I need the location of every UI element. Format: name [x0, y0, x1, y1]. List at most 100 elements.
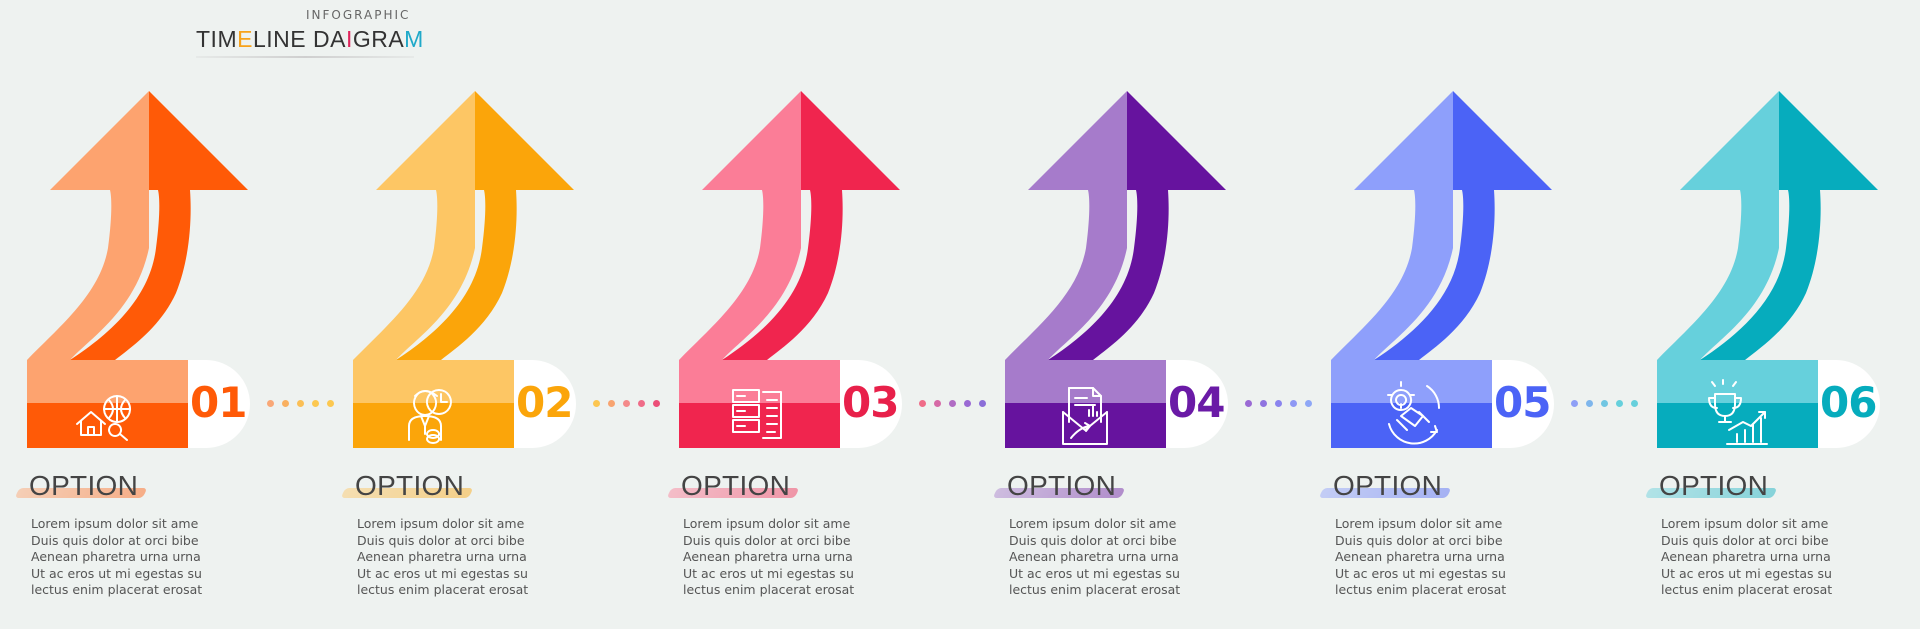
step-icon-box	[1657, 360, 1820, 448]
step-number: 04	[1168, 378, 1225, 427]
connector-dot	[934, 400, 941, 407]
description-line: Aenean pharetra urna urna	[1009, 549, 1179, 564]
connector-dot	[949, 400, 956, 407]
home-search-icon	[76, 395, 132, 441]
businessman-time-icon	[408, 389, 452, 444]
description-line: Ut ac eros ut mi egestas su	[357, 565, 528, 581]
connector-dot	[297, 400, 304, 407]
title-part: E	[237, 26, 253, 52]
connector-dot	[1601, 400, 1608, 407]
box-bottom-half	[27, 403, 190, 448]
up-arrow-icon	[679, 91, 900, 360]
description-line: lectus enim placerat erosat	[1661, 582, 1833, 597]
description-line: Ut ac eros ut mi egestas su	[1661, 565, 1832, 581]
connector-dot	[608, 400, 615, 407]
up-arrow-icon	[1657, 91, 1878, 360]
connector-dot	[919, 400, 926, 407]
connector-dot	[1571, 400, 1578, 407]
up-arrow-icon	[1331, 91, 1552, 360]
box-top-half	[27, 360, 190, 403]
option-label: OPTION	[1659, 470, 1769, 501]
connector-dot	[593, 400, 600, 407]
step-number: 05	[1494, 378, 1551, 427]
step-number: 06	[1820, 378, 1877, 427]
box-bottom-half	[1005, 403, 1168, 448]
description-line: Duis quis dolor at orci bibe	[1009, 532, 1177, 548]
up-arrow-icon	[27, 91, 248, 360]
box-bottom-half	[1331, 403, 1494, 448]
connector-dot	[1290, 400, 1297, 407]
option-label: OPTION	[1333, 470, 1443, 501]
description-line: lectus enim placerat erosat	[683, 582, 855, 597]
connector-dot	[1245, 400, 1252, 407]
description-line: Duis quis dolor at orci bibe	[683, 532, 851, 548]
connector-dot	[312, 400, 319, 407]
connector-dot	[653, 400, 660, 407]
title-part: TIM	[196, 26, 238, 52]
description-line: Lorem ipsum dolor sit ame	[683, 516, 851, 531]
description-line: Aenean pharetra urna urna	[357, 549, 527, 564]
connector-dot	[1275, 400, 1282, 407]
trophy-growth-icon	[1708, 379, 1768, 445]
box-top-half	[1657, 360, 1820, 403]
up-arrow-icon	[1005, 91, 1226, 360]
title-underline	[196, 56, 414, 58]
diagram-title: TIMELINE DAIGRAM	[196, 26, 424, 53]
connector-dot	[327, 400, 334, 407]
supertitle: INFOGRAPHIC	[306, 8, 411, 22]
connector-dot	[1616, 400, 1623, 407]
connector-dot	[1586, 400, 1593, 407]
connector-dot	[964, 400, 971, 407]
title-part: I	[345, 26, 353, 52]
description-line: Lorem ipsum dolor sit ame	[31, 516, 199, 531]
step-icon-box	[679, 360, 842, 448]
description-line: lectus enim placerat erosat	[1335, 582, 1507, 597]
gear-handshake-icon	[1387, 381, 1441, 445]
description-line: lectus enim placerat erosat	[1009, 582, 1181, 597]
description-line: Lorem ipsum dolor sit ame	[1335, 516, 1503, 531]
connector-dot	[623, 400, 630, 407]
option-label: OPTION	[681, 470, 791, 501]
step-icon-box	[27, 360, 190, 448]
up-arrow-icon	[353, 91, 574, 360]
title-part: GRA	[352, 26, 405, 52]
box-top-half	[1005, 360, 1168, 403]
description-line: Aenean pharetra urna urna	[1661, 549, 1831, 564]
connector-dot	[638, 400, 645, 407]
option-label: OPTION	[355, 470, 465, 501]
description-line: Duis quis dolor at orci bibe	[1661, 532, 1829, 548]
description-line: Lorem ipsum dolor sit ame	[1661, 516, 1829, 531]
step-number: 01	[190, 378, 247, 427]
description-line: lectus enim placerat erosat	[357, 582, 529, 597]
step-icon-box	[1005, 360, 1168, 448]
option-label: OPTION	[1007, 470, 1117, 501]
description-line: Aenean pharetra urna urna	[683, 549, 853, 564]
description-line: Duis quis dolor at orci bibe	[31, 532, 199, 548]
description-line: Duis quis dolor at orci bibe	[1335, 532, 1503, 548]
server-documents-icon	[732, 389, 782, 439]
step-number: 02	[516, 378, 573, 427]
connector-dot	[1631, 400, 1638, 407]
description-line: Lorem ipsum dolor sit ame	[357, 516, 525, 531]
description-line: lectus enim placerat erosat	[31, 582, 203, 597]
connector-dot	[1260, 400, 1267, 407]
connector-dot	[1305, 400, 1312, 407]
description-line: Lorem ipsum dolor sit ame	[1009, 516, 1177, 531]
step-icon-box	[353, 360, 516, 448]
connector-dot	[979, 400, 986, 407]
title-part: LINE DA	[252, 26, 346, 52]
description-line: Ut ac eros ut mi egestas su	[1335, 565, 1506, 581]
box-bottom-half	[679, 403, 842, 448]
description-line: Duis quis dolor at orci bibe	[357, 532, 525, 548]
report-envelope-icon	[1062, 387, 1108, 445]
